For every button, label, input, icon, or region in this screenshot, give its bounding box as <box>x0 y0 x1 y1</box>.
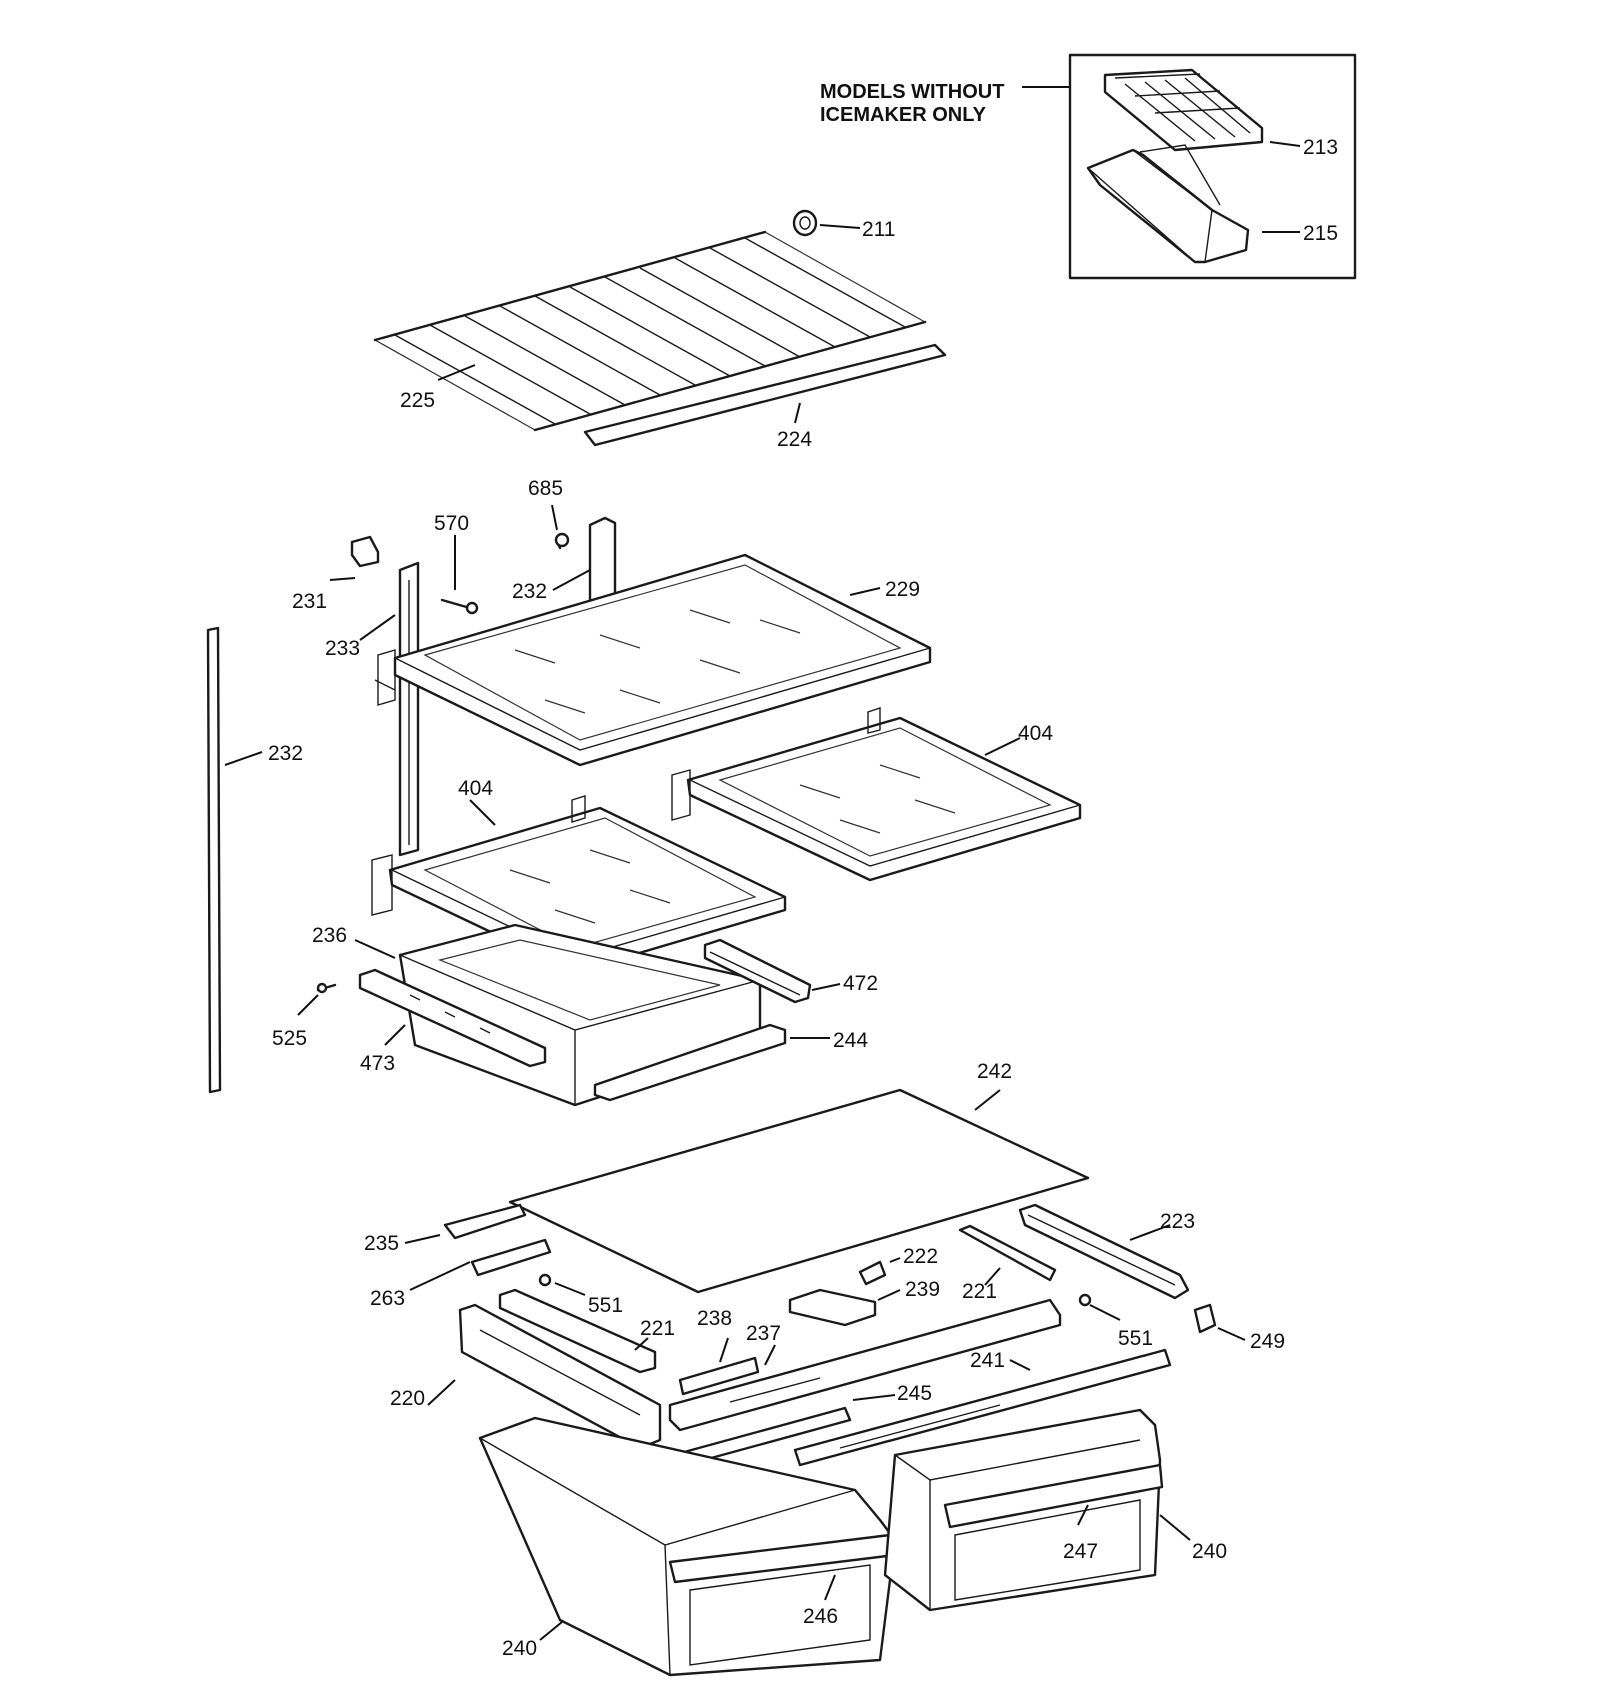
callout-222: 222 <box>903 1245 938 1268</box>
callout-233: 233 <box>325 637 360 660</box>
cover-support-221-right <box>958 1224 1057 1282</box>
roller-222 <box>858 1260 887 1286</box>
callout-239: 239 <box>905 1278 940 1301</box>
callout-225: 225 <box>400 389 435 412</box>
glass-shelf-top <box>374 553 932 767</box>
callout-685: 685 <box>528 477 563 500</box>
callout-236: 236 <box>312 924 347 947</box>
callout-241: 241 <box>970 1349 1005 1372</box>
callout-570: 570 <box>434 512 469 535</box>
center-rail-237 <box>668 1298 1062 1432</box>
screw-570 <box>440 598 479 615</box>
screw-551-left <box>538 1273 552 1287</box>
callout-211: 211 <box>862 218 895 241</box>
callout-224: 224 <box>777 428 812 451</box>
callout-220: 220 <box>390 1387 425 1410</box>
callout-232-top: 232 <box>512 580 547 603</box>
drawer-slide-473 <box>358 968 547 1068</box>
callout-229: 229 <box>885 578 920 601</box>
shelf-ladder-center <box>398 561 420 857</box>
callout-221-right: 221 <box>962 1280 997 1303</box>
callout-263: 263 <box>370 1287 405 1310</box>
screw-551-right <box>1078 1293 1092 1307</box>
glass-shelf-left <box>371 795 787 974</box>
cover-support-223 <box>1018 1203 1190 1300</box>
cover-center-239 <box>788 1288 877 1327</box>
callout-472: 472 <box>843 972 878 995</box>
callout-237: 237 <box>746 1322 781 1345</box>
wire-shelf <box>373 230 927 432</box>
ice-bucket <box>1086 144 1250 264</box>
drawer-slide-472 <box>703 938 812 1004</box>
callout-231: 231 <box>292 590 327 613</box>
callout-240-right: 240 <box>1192 1540 1227 1563</box>
ice-tray <box>1103 68 1264 152</box>
callout-404-right: 404 <box>1018 722 1053 745</box>
drawer-front-rail-244 <box>593 1023 787 1102</box>
callout-242: 242 <box>977 1060 1012 1083</box>
callout-404-left: 404 <box>458 777 493 800</box>
icemaker-inset: 213 215 <box>1068 53 1357 280</box>
clip-249 <box>1193 1303 1217 1334</box>
callout-223: 223 <box>1160 1210 1195 1233</box>
callout-215: 215 <box>1303 222 1338 245</box>
cover-support-235 <box>443 1203 527 1240</box>
light-238 <box>678 1356 760 1396</box>
screw-525 <box>316 982 337 994</box>
cover-support-263 <box>470 1238 552 1277</box>
shelf-support-231 <box>350 535 380 568</box>
callout-246: 246 <box>803 1605 838 1628</box>
callout-551-left: 551 <box>588 1294 623 1317</box>
callout-235: 235 <box>364 1232 399 1255</box>
spacer-211 <box>792 209 818 237</box>
callout-232-left: 232 <box>268 742 303 765</box>
callout-238: 238 <box>697 1307 732 1330</box>
note-line-1: MODELS WITHOUT <box>820 81 1004 103</box>
crisper-drawer-right <box>883 1408 1164 1612</box>
callout-249: 249 <box>1250 1330 1285 1353</box>
shelf-trim <box>583 343 947 447</box>
drawer-rail-220 <box>458 1303 662 1450</box>
callout-247: 247 <box>1063 1540 1098 1563</box>
crisper-cover-glass <box>508 1088 1090 1294</box>
shelf-ladder-left <box>206 626 222 1094</box>
callout-240-left: 240 <box>502 1637 537 1660</box>
callout-245: 245 <box>897 1382 932 1405</box>
callout-551-right: 551 <box>1118 1327 1153 1350</box>
screw-685 <box>554 532 570 550</box>
note-line-2: ICEMAKER ONLY <box>820 104 987 126</box>
callout-213: 213 <box>1303 136 1338 159</box>
drawer-trim-241 <box>793 1348 1172 1467</box>
callout-221-left: 221 <box>640 1317 675 1340</box>
drawer-rail-221-left <box>498 1288 657 1374</box>
glass-shelf-right <box>671 707 1082 882</box>
callout-244: 244 <box>833 1029 868 1052</box>
callout-525: 525 <box>272 1027 307 1050</box>
callout-473: 473 <box>360 1052 395 1075</box>
